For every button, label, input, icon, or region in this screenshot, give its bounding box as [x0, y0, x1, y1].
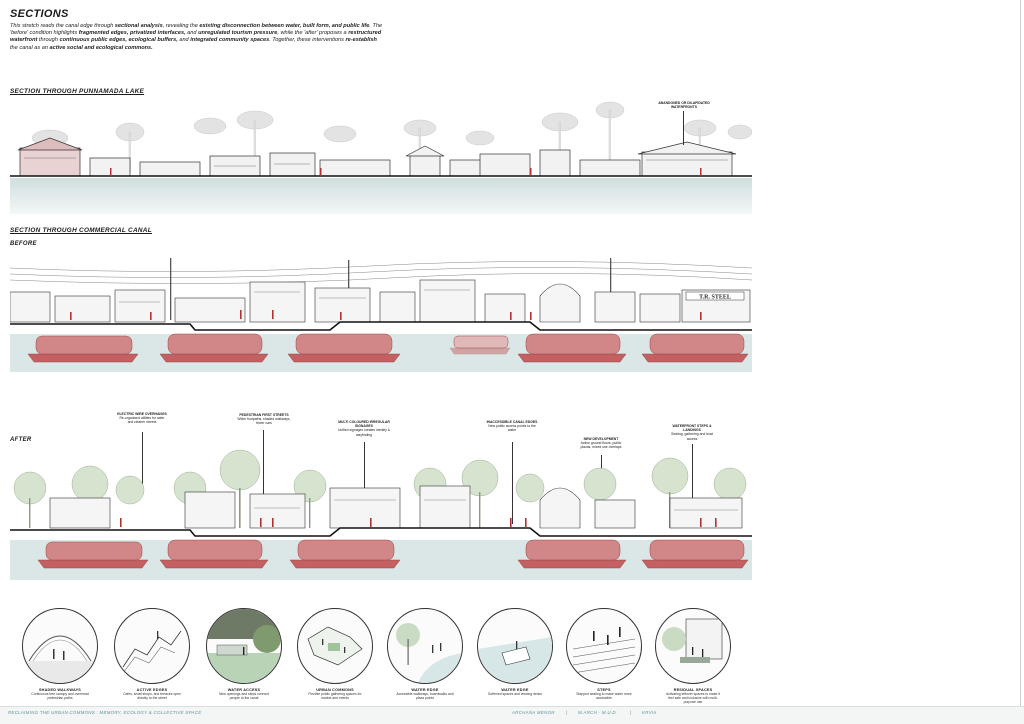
intro-text-segment: continuous public edges, ecological buff…: [59, 37, 178, 44]
intro-text-segment: sectional analysis: [114, 23, 163, 29]
footer-school: KRVIA: [642, 710, 657, 715]
footer-author: ARCHANA MENON: [512, 710, 555, 715]
intro-text-segment: This stretch reads the canal edge throug…: [10, 23, 115, 29]
shop-sign: T.R. STEEL: [699, 295, 731, 301]
canal-section-heading: SECTION THROUGH COMMERCIAL CANAL: [10, 227, 152, 234]
callout-line: [512, 442, 513, 524]
callout-line: [692, 444, 693, 516]
before-label: BEFORE: [10, 241, 37, 247]
after-label: AFTER: [10, 437, 32, 443]
intro-text-segment: , revealing the: [162, 23, 200, 29]
lake-callout: ABANDONED OR DILAPIDATED WATERFRONTS: [658, 101, 710, 110]
frame-line: [1020, 0, 1021, 706]
intro-text-segment: . Together, these interventions: [269, 37, 346, 44]
footer-project-title: RECLAIMING THE URBAN COMMONS : MEMORY, E…: [8, 710, 202, 715]
intro-paragraph: This stretch reads the canal edge throug…: [10, 23, 385, 52]
callout-line: [364, 442, 365, 500]
intro-text-segment: active social and ecological commons.: [49, 44, 153, 51]
footer-separator: |: [630, 710, 632, 715]
lake-callout-line: [683, 111, 684, 145]
intro-text-segment: and: [177, 37, 191, 44]
intro-text-segment: unregulated tourism pressure: [198, 30, 278, 37]
intro-text-segment: and: [185, 30, 199, 37]
intro-text-segment: the canal as an: [10, 44, 50, 51]
intro-text-segment: restructured waterfront: [10, 30, 382, 44]
footer-program: M.ARCH - M.U.D: [578, 710, 616, 715]
after-section-drawing: [10, 448, 752, 580]
page-title: SECTIONS: [10, 8, 69, 20]
footer-bar: RECLAIMING THE URBAN COMMONS : MEMORY, E…: [0, 706, 1024, 724]
before-section-drawing: T.R. STEEL: [10, 252, 752, 372]
lake-section-heading: SECTION THROUGH PUNNAMADA LAKE: [10, 88, 145, 95]
intro-text-segment: integrated community spaces: [190, 37, 270, 44]
intro-text-segment: existing disconnection between water, bu…: [199, 23, 370, 29]
intro-text-segment: fragmented edges, privatized interfaces,: [78, 30, 186, 37]
lake-section-drawing: [10, 98, 752, 216]
intro-text-segment: . The 'before' condition highlights: [10, 23, 383, 37]
callout-line: [142, 432, 143, 492]
callout-line: [263, 430, 264, 520]
intro-text-segment: re-establish: [345, 37, 377, 44]
footer-separator: |: [566, 710, 568, 715]
intro-text-segment: through: [37, 37, 60, 44]
intro-text-segment: , while the 'after' proposes a: [277, 30, 349, 37]
